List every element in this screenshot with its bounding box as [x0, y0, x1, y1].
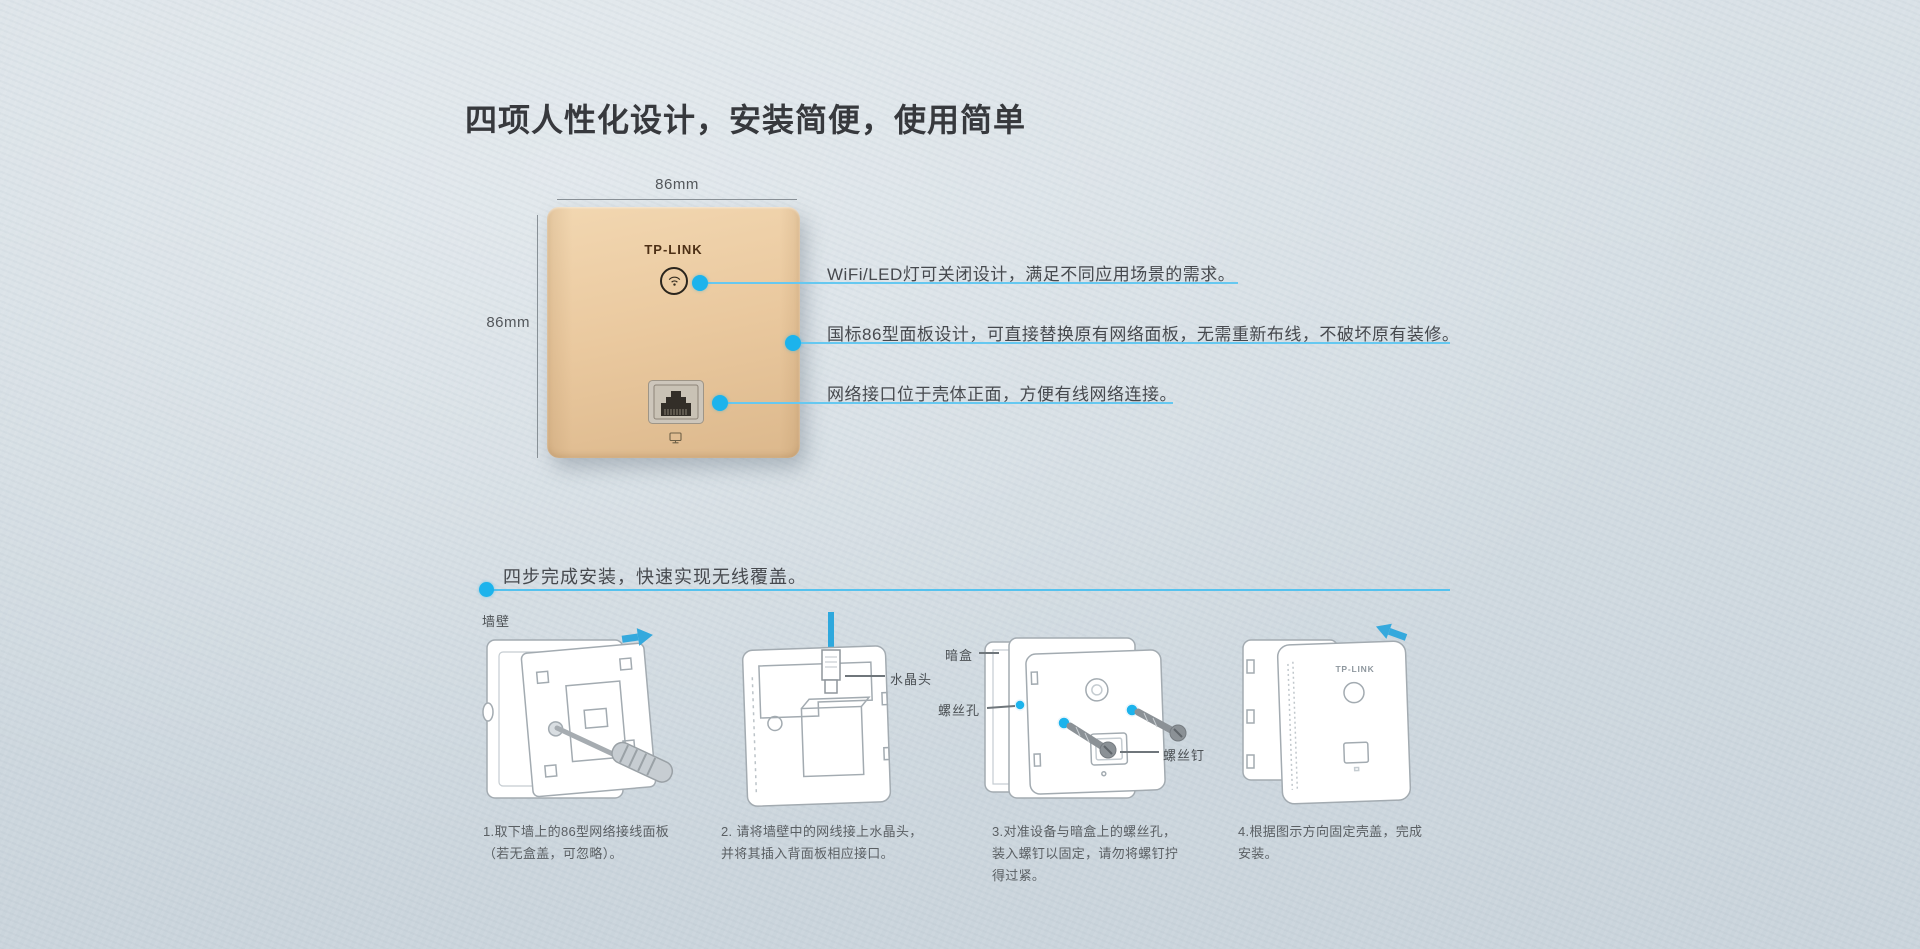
- caption-line: 安装。: [1238, 846, 1278, 861]
- step4-caption: 4.根据图示方向固定壳盖，完成 安装。: [1238, 821, 1422, 865]
- arrow-right-icon: [621, 628, 653, 646]
- brand-logo: TP-LINK: [644, 242, 703, 257]
- caption-line: 装入螺钉以固定，请勿将螺钉拧: [992, 846, 1179, 861]
- callout-port-text: 网络接口位于壳体正面，方便有线网络连接。: [827, 385, 1177, 404]
- step3-caption: 3.对准设备与暗盒上的螺丝孔， 装入螺钉以固定，请勿将螺钉拧 得过紧。: [992, 821, 1178, 887]
- step1-illustration: [482, 628, 674, 799]
- caption-line: 2. 请将墙壁中的网线接上水晶头，: [721, 824, 923, 839]
- screwdriver: [554, 725, 674, 783]
- wifi-led-button: [660, 267, 688, 295]
- callout-panel-dot: [785, 335, 801, 351]
- screw-hole-label: 螺丝孔: [938, 703, 981, 718]
- dimension-width-label: 86mm: [655, 176, 699, 193]
- install-section-heading: 四步完成安装，快速实现无线覆盖。: [503, 567, 807, 587]
- caption-line: 1.取下墙上的86型网络接线面板: [483, 824, 670, 839]
- cover-brand-logo: TP-LINK: [1335, 664, 1375, 674]
- step3-illustration: [979, 637, 1187, 799]
- step2-illustration: [741, 612, 892, 807]
- callout-wifi-line: [700, 282, 1238, 284]
- dimension-height-label: 86mm: [486, 314, 530, 331]
- caption-line: 3.对准设备与暗盒上的螺丝孔，: [992, 824, 1177, 839]
- crystal-head-label: 水晶头: [890, 672, 933, 687]
- screws: [1066, 708, 1187, 759]
- lan-device-icon: [669, 431, 682, 444]
- step2-caption: 2. 请将墙壁中的网线接上水晶头， 并将其插入背面板相应接口。: [721, 821, 923, 865]
- screw-label: 螺丝钉: [1163, 748, 1206, 763]
- wall-label: 墙壁: [482, 614, 511, 629]
- callout-port-line: [720, 402, 1173, 404]
- screw-hole-dot: [1014, 699, 1026, 711]
- dimension-width-line: [557, 199, 797, 200]
- install-step-3: 暗盒 螺丝孔 螺丝钉: [935, 600, 1230, 835]
- rj45-plug: [821, 649, 841, 694]
- wall-panel-product: TP-LINK: [547, 207, 800, 458]
- dimension-height-line: [537, 215, 538, 458]
- callout-wifi-dot: [692, 275, 708, 291]
- step1-caption: 1.取下墙上的86型网络接线面板 （若无盒盖，可忽略）。: [483, 821, 669, 865]
- step4-illustration: [1242, 623, 1412, 805]
- wifi-icon: [668, 276, 680, 286]
- callout-panel-line: [793, 342, 1450, 344]
- caption-line: （若无盒盖，可忽略）。: [483, 846, 623, 861]
- install-step-1: 墙壁: [465, 600, 720, 825]
- callout-panel-text: 国标86型面板设计，可直接替换原有网络面板，无需重新布线，不破坏原有装修。: [827, 325, 1460, 344]
- install-step-2: 水晶头: [733, 600, 983, 830]
- install-step-4: TP-LINK: [1240, 600, 1445, 825]
- callout-wifi-text: WiFi/LED灯可关闭设计，满足不同应用场景的需求。: [827, 265, 1236, 284]
- ethernet-port: [648, 380, 704, 424]
- page-title: 四项人性化设计，安装简便，使用简单: [465, 102, 1027, 138]
- caption-line: 并将其插入背面板相应接口。: [721, 846, 894, 861]
- install-section-line: [487, 589, 1450, 591]
- junction-box-label: 暗盒: [945, 648, 974, 663]
- screw-hole-leader-line: [986, 705, 1016, 709]
- install-section-dot: [479, 582, 494, 597]
- callout-port-dot: [712, 395, 728, 411]
- arrow-left-icon: [1375, 623, 1408, 641]
- caption-line: 得过紧。: [992, 868, 1046, 883]
- caption-line: 4.根据图示方向固定壳盖，完成: [1238, 824, 1423, 839]
